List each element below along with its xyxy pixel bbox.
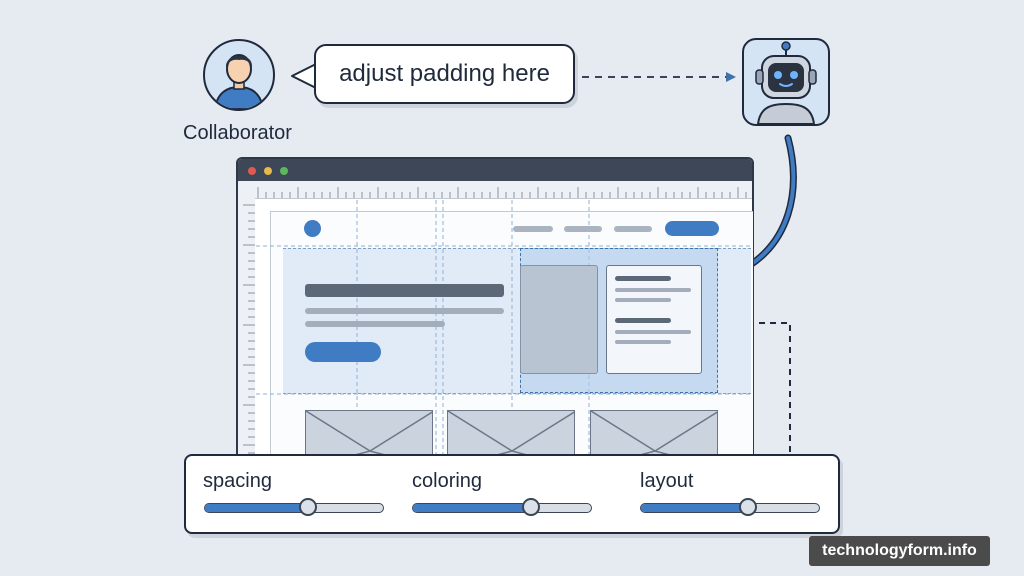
layout-slider-handle[interactable] [739, 498, 757, 516]
collaborator-avatar [203, 39, 275, 111]
watermark-text: technologyform.info [822, 542, 977, 559]
coloring-slider-fill [413, 504, 531, 512]
hero-heading [305, 284, 504, 297]
card-line [615, 318, 671, 323]
nav-cta-button[interactable] [665, 221, 719, 236]
maximize-dot[interactable] [280, 167, 288, 175]
card-line [615, 276, 671, 281]
minimize-dot[interactable] [264, 167, 272, 175]
card-line [615, 298, 671, 302]
robot-icon [755, 41, 817, 124]
layout-slider[interactable] [640, 503, 820, 513]
image-placeholder [520, 265, 598, 374]
watermark-badge: technologyform.info [809, 536, 990, 566]
speech-bubble: adjust padding here [314, 44, 575, 104]
bot-to-page-arrow-inner [738, 136, 796, 273]
nav-link-1[interactable] [513, 226, 553, 232]
spacing-slider-fill [205, 504, 309, 512]
close-dot[interactable] [248, 167, 256, 175]
hero-text-line-2 [305, 321, 445, 327]
nav-link-2[interactable] [564, 226, 602, 232]
card-line [615, 340, 671, 344]
control-panel [184, 454, 840, 534]
hero-text-line-1 [305, 308, 504, 314]
window-titlebar [238, 159, 752, 181]
hero-button[interactable] [305, 342, 381, 362]
nav-link-3[interactable] [614, 226, 652, 232]
spacing-slider-handle[interactable] [299, 498, 318, 516]
bot-avatar [742, 38, 830, 126]
horizontal-ruler [238, 181, 752, 200]
spacing-slider[interactable] [204, 503, 384, 513]
speech-bubble-text: adjust padding here [339, 60, 550, 87]
layout-slider-label: layout [640, 470, 694, 492]
speech-bubble-tail [291, 63, 317, 89]
coloring-slider[interactable] [412, 503, 592, 513]
spacing-slider-label: spacing [203, 470, 272, 492]
card-line [615, 330, 691, 334]
site-logo-dot[interactable] [304, 220, 321, 237]
coloring-slider-label: coloring [412, 470, 483, 492]
collaborator-label: Collaborator [183, 122, 292, 144]
layout-slider-fill [641, 504, 748, 512]
coloring-slider-handle[interactable] [521, 498, 540, 516]
card-line [615, 288, 691, 292]
text-card [606, 265, 702, 374]
